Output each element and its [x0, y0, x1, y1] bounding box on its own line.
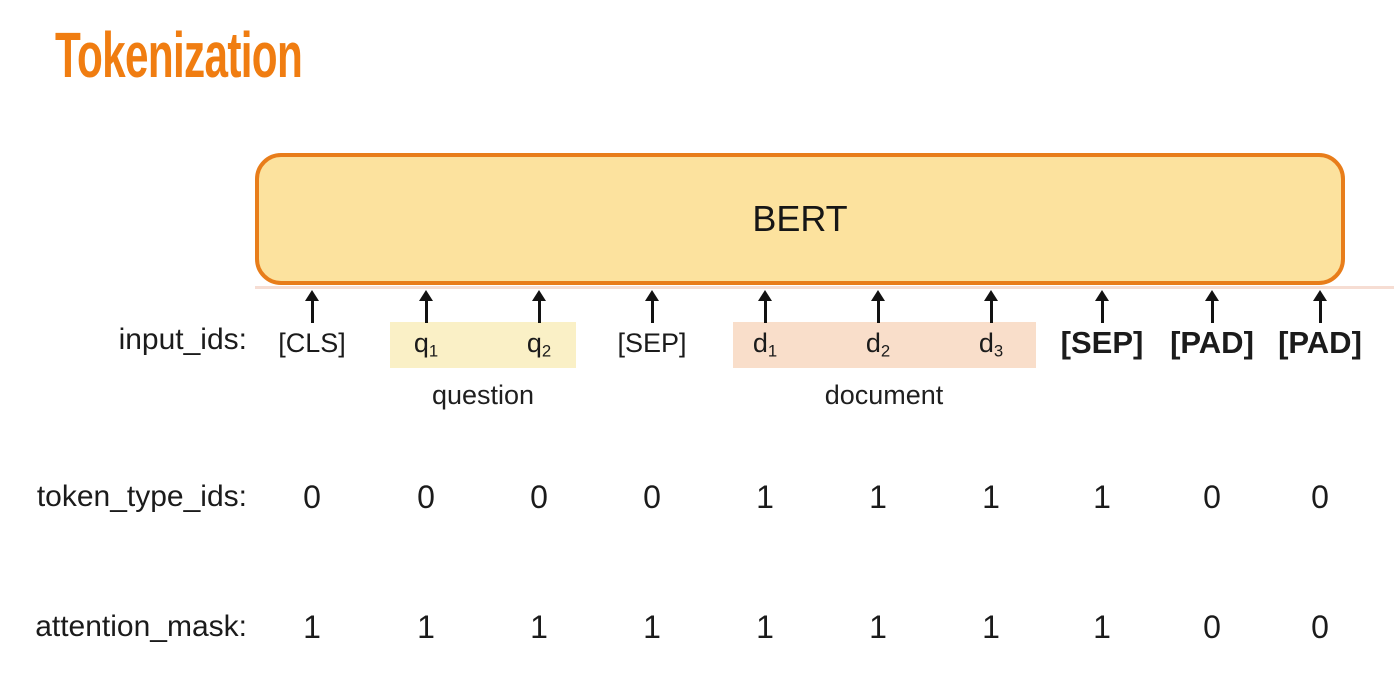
attention-mask-value: 1	[982, 609, 1000, 645]
input-arrow-icon	[1095, 290, 1109, 301]
token-d1: d1	[752, 328, 778, 361]
input-arrow-icon	[758, 290, 772, 301]
question-highlight	[390, 322, 576, 368]
token-subscript: 3	[993, 341, 1004, 361]
attention-mask-value: 0	[1203, 609, 1221, 645]
token-type-id-value: 1	[756, 479, 774, 515]
token-cls: [CLS]	[278, 328, 346, 358]
attention-mask-value: 1	[756, 609, 774, 645]
token-subscript: 2	[880, 341, 891, 361]
token-type-id-value: 0	[643, 479, 661, 515]
token-pad: [PAD]	[1170, 325, 1254, 360]
attention-mask-value: 1	[417, 609, 435, 645]
input-arrow-shaft	[310, 300, 314, 323]
input-arrow-icon	[1313, 290, 1327, 301]
attention-mask-row-label: attention_mask:	[35, 610, 247, 643]
token-d3: d3	[978, 328, 1004, 361]
attention-mask-value: 0	[1311, 609, 1329, 645]
decorative-underline	[255, 286, 1394, 289]
token-type-id-value: 0	[1203, 479, 1221, 515]
document-highlight	[733, 322, 1036, 368]
token-type-id-value: 0	[1311, 479, 1329, 515]
token-sep: [SEP]	[1060, 325, 1144, 360]
input-arrow-icon	[1205, 290, 1219, 301]
token-q2: q2	[526, 328, 552, 361]
attention-mask-value: 1	[1093, 609, 1111, 645]
input-arrow-shaft	[537, 300, 541, 323]
token-subscript: 2	[541, 341, 552, 361]
token-type-id-value: 1	[869, 479, 887, 515]
token-type-id-value: 0	[417, 479, 435, 515]
token-subscript: 1	[428, 341, 439, 361]
input-arrow-shaft	[876, 300, 880, 323]
input-arrow-shaft	[1318, 300, 1322, 323]
bert-model-label: BERT	[752, 198, 848, 239]
input-ids-row-label: input_ids:	[118, 323, 247, 356]
token-type-id-value: 0	[530, 479, 548, 515]
token-q1: q1	[413, 328, 439, 361]
input-arrow-shaft	[763, 300, 767, 323]
input-arrow-shaft	[650, 300, 654, 323]
slide-title: Tokenization	[55, 19, 303, 91]
input-arrow-icon	[984, 290, 998, 301]
input-arrow-icon	[645, 290, 659, 301]
attention-mask-value: 1	[530, 609, 548, 645]
token-sep: [SEP]	[617, 328, 687, 358]
input-arrow-icon	[871, 290, 885, 301]
question-group-label: question	[431, 380, 535, 410]
input-arrow-icon	[532, 290, 546, 301]
input-arrow-icon	[419, 290, 433, 301]
input-arrow-icon	[305, 290, 319, 301]
token-type-id-value: 1	[982, 479, 1000, 515]
token-type-id-value: 1	[1093, 479, 1111, 515]
input-arrow-shaft	[1210, 300, 1214, 323]
document-group-label: document	[824, 380, 944, 410]
attention-mask-value: 1	[303, 609, 321, 645]
input-arrow-shaft	[989, 300, 993, 323]
input-arrow-shaft	[424, 300, 428, 323]
attention-mask-value: 1	[869, 609, 887, 645]
bert-model-box: BERT	[255, 153, 1345, 285]
token-type-ids-row-label: token_type_ids:	[36, 480, 247, 513]
token-subscript: 1	[767, 341, 778, 361]
token-d2: d2	[865, 328, 891, 361]
token-pad: [PAD]	[1278, 325, 1362, 360]
token-type-id-value: 0	[303, 479, 321, 515]
input-arrow-shaft	[1100, 300, 1104, 323]
attention-mask-value: 1	[643, 609, 661, 645]
